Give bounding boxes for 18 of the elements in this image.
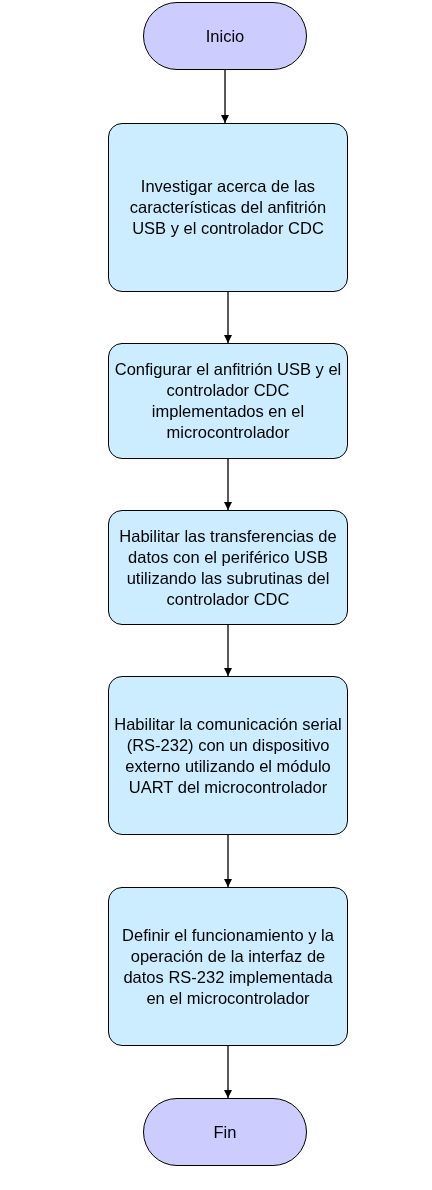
- arrow: [224, 1045, 232, 1099]
- process-box: [108, 123, 348, 292]
- node-text: Configurar el anfitrión USB y el controlador CDC implementados en el microcontrolador: [114, 359, 342, 443]
- arrow: [221, 69, 229, 124]
- node-text: Habilitar las transferencias de datos con el periférico USB utilizando las subrutinas del controlador CDC: [118, 525, 338, 610]
- arrow: [224, 291, 232, 344]
- node-text: Inicio: [205, 25, 245, 47]
- node-text: Definir el funcionamiento y la operación de la interfaz de datos RS-232 implementada en el microcontrolador: [121, 924, 335, 1009]
- node-text: Investigar acerca de las características del anfitrión USB y el controlador CDC: [128, 176, 328, 239]
- node-text: Fin: [213, 1121, 237, 1143]
- process-box: [108, 676, 348, 835]
- process-box: [108, 887, 348, 1046]
- arrow: [224, 624, 232, 677]
- arrow: [224, 834, 232, 888]
- process-box: [108, 343, 348, 459]
- node-text: Habilitar la comunicación serial (RS-232) con un dispositivo externo utilizando el módulo UART del microcontrolador: [114, 713, 342, 798]
- arrow: [224, 458, 232, 511]
- process-box: [108, 510, 348, 625]
